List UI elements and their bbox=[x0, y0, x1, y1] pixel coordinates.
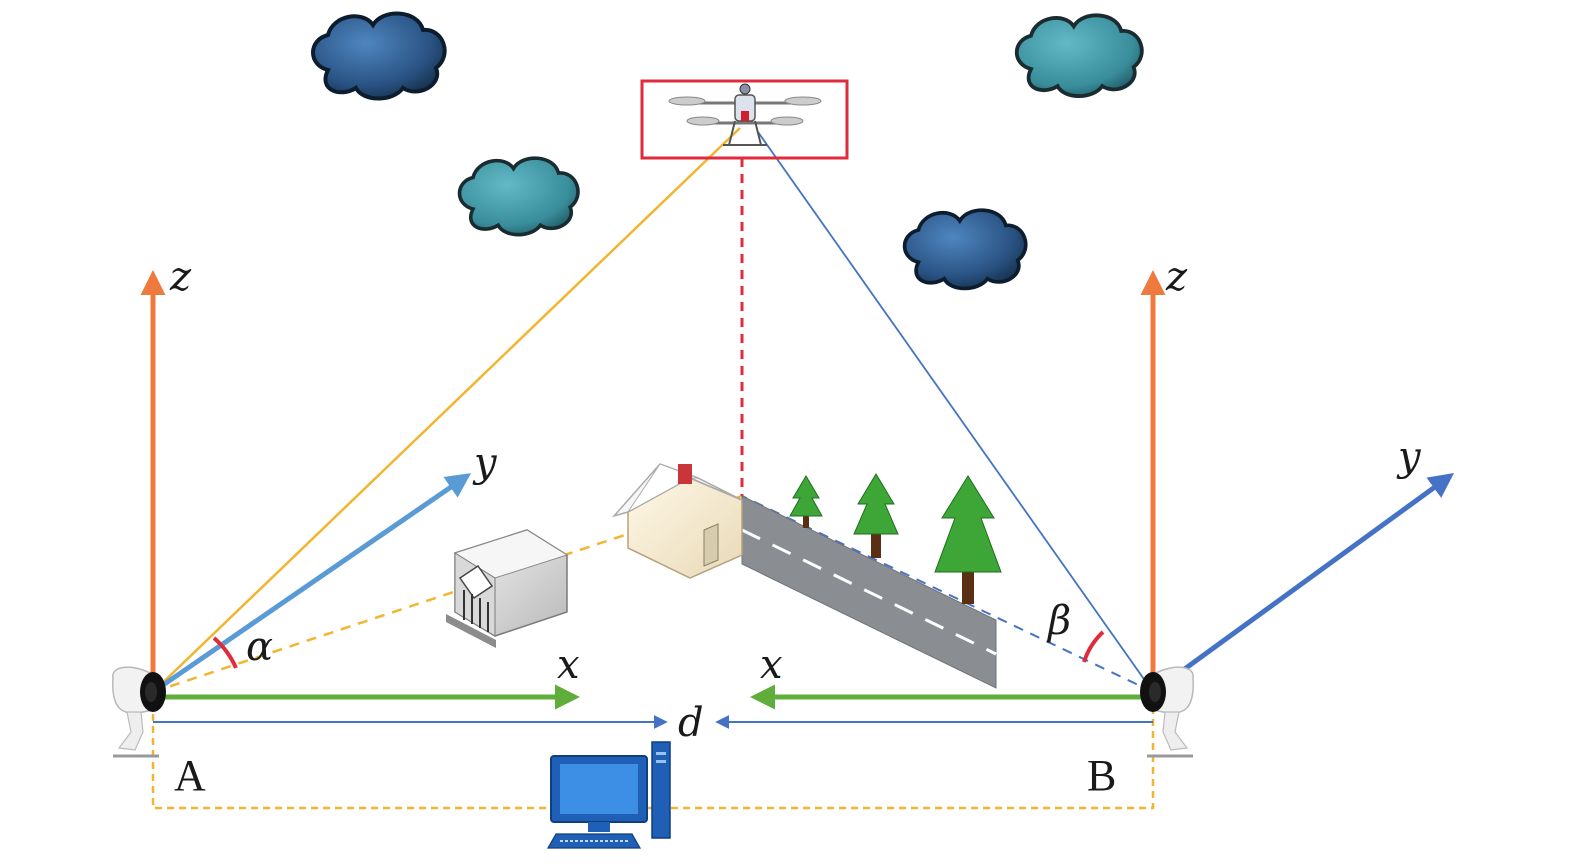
sight-line-b bbox=[757, 131, 1154, 693]
teal-cloud-icon bbox=[457, 156, 580, 237]
axis-a-y-label: y bbox=[472, 440, 498, 486]
axis-a-z-label: z bbox=[169, 254, 192, 300]
house-icon bbox=[611, 463, 743, 579]
point-b-label: B bbox=[1087, 751, 1116, 800]
axis-b-x-label: x bbox=[760, 642, 783, 688]
pine-tree-icon bbox=[789, 475, 823, 528]
angle-beta-label: β bbox=[1046, 598, 1071, 644]
drone-icon bbox=[668, 83, 822, 146]
ground-projection-a bbox=[152, 494, 743, 694]
point-a-label: A bbox=[174, 751, 206, 800]
storm-cloud-icon bbox=[311, 11, 447, 101]
axis-b-z-label: z bbox=[1165, 254, 1188, 300]
drone-frame bbox=[640, 79, 849, 160]
teal-cloud-icon bbox=[1014, 13, 1144, 98]
pine-tree-icon bbox=[934, 475, 1002, 604]
angle-alpha-arc bbox=[212, 636, 238, 669]
axis-a-y bbox=[151, 473, 472, 695]
axis-b-y-label: y bbox=[1396, 434, 1422, 480]
sight-line-a bbox=[152, 127, 741, 693]
distance-label: d bbox=[678, 700, 704, 746]
angle-alpha-label: α bbox=[246, 624, 273, 670]
bank-building-icon bbox=[446, 529, 569, 648]
angle-beta-arc bbox=[1082, 630, 1105, 663]
pine-tree-icon bbox=[853, 473, 899, 558]
computer-icon bbox=[546, 741, 671, 849]
camera-icon bbox=[112, 666, 166, 758]
axis-a-x-label: x bbox=[557, 642, 580, 688]
axis-b-y bbox=[1151, 473, 1455, 695]
camera-icon bbox=[1140, 666, 1194, 758]
storm-cloud-icon bbox=[902, 208, 1028, 291]
